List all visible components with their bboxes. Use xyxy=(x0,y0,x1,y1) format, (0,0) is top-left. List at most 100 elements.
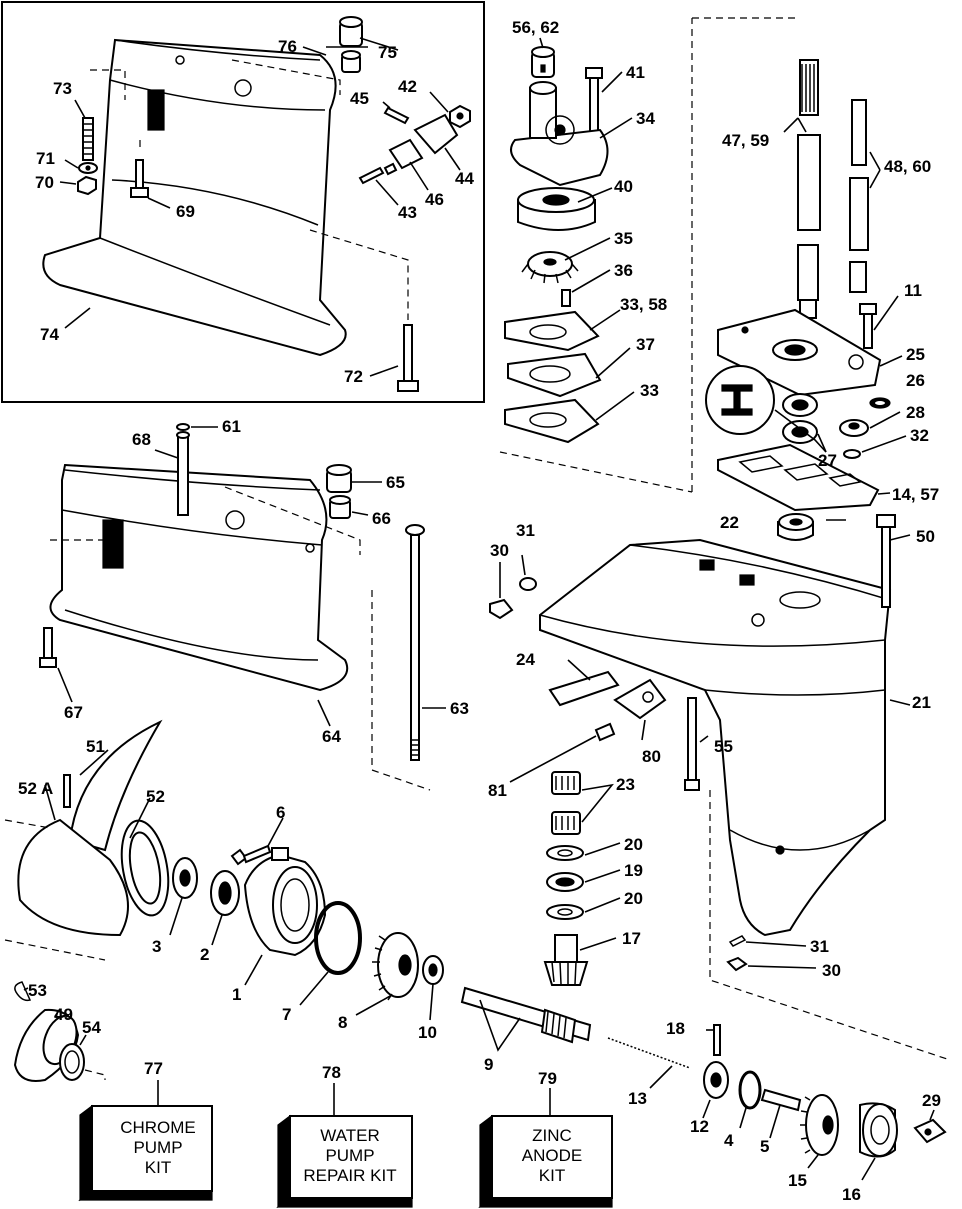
screw-11 xyxy=(859,303,877,349)
pin-18 xyxy=(713,1024,721,1056)
callout-labels: 76 75 42 45 44 46 43 73 71 70 69 74 72 5… xyxy=(18,18,941,1204)
water-pump-repair-kit-box: WATER PUMP REPAIR KIT xyxy=(276,1114,413,1209)
pin-51 xyxy=(63,774,71,808)
callout-79: 79 xyxy=(538,1069,557,1088)
gasket-33 xyxy=(504,398,600,444)
zinc-anode-kit-line2: ANODE xyxy=(522,1146,582,1165)
callout-15: 15 xyxy=(788,1171,807,1190)
callout-50: 50 xyxy=(916,527,935,546)
thrust-washer-10 xyxy=(422,955,444,985)
callout-26: 26 xyxy=(906,371,925,390)
callout-37: 37 xyxy=(636,335,655,354)
callout-30b: 30 xyxy=(822,961,841,980)
screw-41 xyxy=(585,67,603,134)
callout-29: 29 xyxy=(922,1091,941,1110)
callout-32: 32 xyxy=(910,426,929,445)
sleeve-24 xyxy=(548,670,620,707)
callout-7: 7 xyxy=(282,1005,291,1024)
callout-33-58: 33, 58 xyxy=(620,295,667,314)
chrome-pump-kit-line1: CHROME xyxy=(120,1118,196,1137)
callout-78: 78 xyxy=(322,1063,341,1082)
stud-63 xyxy=(405,524,425,761)
chrome-pump-kit-box: CHROME PUMP KIT xyxy=(78,1104,213,1202)
bracket-44 xyxy=(413,113,459,155)
callout-49: 49 xyxy=(54,1005,73,1024)
driveshaft-48-60 xyxy=(849,99,869,293)
pump-housing-34 xyxy=(510,81,609,187)
callout-2: 2 xyxy=(200,945,209,964)
water-tube-68 xyxy=(176,431,190,516)
gasket-33-58 xyxy=(504,310,600,352)
callout-61: 61 xyxy=(222,417,241,436)
o-ring-26 xyxy=(869,397,891,409)
callout-30a: 30 xyxy=(490,541,509,560)
screw-67 xyxy=(39,627,57,668)
callout-8: 8 xyxy=(338,1013,347,1032)
screw-6 xyxy=(230,844,272,866)
gear-8 xyxy=(372,932,419,1001)
propeller-52 xyxy=(17,719,170,937)
callout-16: 16 xyxy=(842,1185,861,1204)
callout-46: 46 xyxy=(425,190,444,209)
callout-25: 25 xyxy=(906,345,925,364)
callout-41: 41 xyxy=(626,63,645,82)
seal-27a xyxy=(782,393,818,417)
callout-71: 71 xyxy=(36,149,55,168)
callout-14-57: 14, 57 xyxy=(892,485,939,504)
callout-28: 28 xyxy=(906,403,925,422)
callout-72: 72 xyxy=(344,367,363,386)
water-pump-kit-line1: WATER xyxy=(320,1126,380,1145)
impeller-35 xyxy=(521,251,579,284)
thrust-washer-20b xyxy=(546,904,584,920)
o-ring-7 xyxy=(314,901,362,975)
callout-43: 43 xyxy=(398,203,417,222)
callout-12: 12 xyxy=(690,1117,709,1136)
screw-50 xyxy=(876,514,896,608)
callout-53: 53 xyxy=(28,981,47,1000)
pinion-17 xyxy=(543,934,589,986)
inset-frame xyxy=(1,1,485,403)
thrust-washer-20a xyxy=(546,845,584,861)
propshaft-9 xyxy=(460,986,592,1044)
o-ring-32 xyxy=(843,449,861,459)
callout-23: 23 xyxy=(616,775,635,794)
washer-54 xyxy=(59,1043,85,1081)
zinc-anode-kit-line1: ZINC xyxy=(532,1126,572,1145)
insert-56-62 xyxy=(531,46,555,78)
callout-17: 17 xyxy=(622,929,641,948)
stud-73 xyxy=(82,117,94,161)
spacer-3 xyxy=(172,857,198,899)
callout-35: 35 xyxy=(614,229,633,248)
plug-30b xyxy=(726,956,748,972)
bearing-carrier-1 xyxy=(243,847,327,957)
callout-3: 3 xyxy=(152,937,161,956)
callout-73: 73 xyxy=(53,79,72,98)
callout-40: 40 xyxy=(614,177,633,196)
bearing-16 xyxy=(859,1102,898,1158)
callout-13: 13 xyxy=(628,1089,647,1108)
callout-81: 81 xyxy=(488,781,507,800)
gearcase-21 xyxy=(539,538,892,937)
callout-51: 51 xyxy=(86,737,105,756)
screw-69 xyxy=(130,159,149,198)
seal-2 xyxy=(210,870,240,916)
callout-56-62: 56, 62 xyxy=(512,18,559,37)
grommet-75 xyxy=(339,16,363,47)
plate-46 xyxy=(388,138,424,170)
callout-10: 10 xyxy=(418,1023,437,1042)
callout-20a: 20 xyxy=(624,835,643,854)
zinc-anode-kit-line3: KIT xyxy=(539,1166,565,1185)
callout-18: 18 xyxy=(666,1019,685,1038)
seal-22 xyxy=(777,513,814,541)
nut-70 xyxy=(77,175,97,196)
callout-36: 36 xyxy=(614,261,633,280)
plug-30a xyxy=(489,598,514,620)
cradle-5 xyxy=(760,1088,802,1112)
callout-66: 66 xyxy=(372,509,391,528)
callout-1: 1 xyxy=(232,985,241,1004)
callout-65: 65 xyxy=(386,473,405,492)
o-ring-61 xyxy=(176,423,190,431)
driveshaft-47-59 xyxy=(797,59,821,319)
callout-42: 42 xyxy=(398,77,417,96)
callout-48-60: 48, 60 xyxy=(884,157,931,176)
